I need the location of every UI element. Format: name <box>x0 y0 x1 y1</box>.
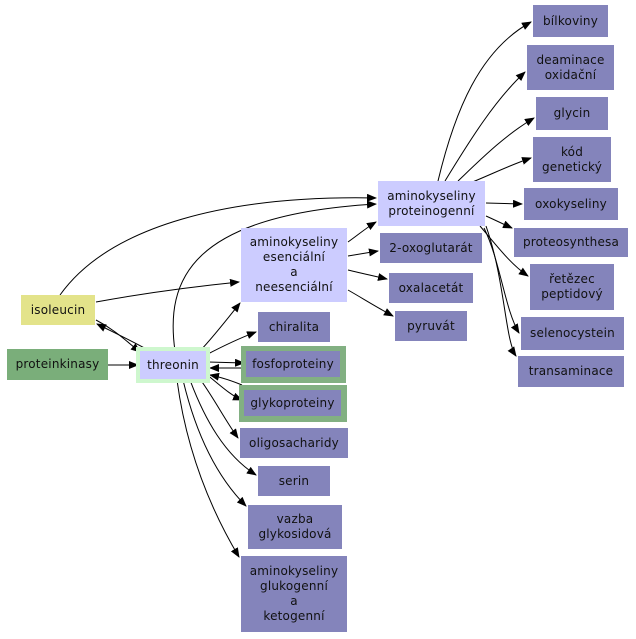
node-label: threonin <box>147 357 199 372</box>
node-vazba[interactable]: vazba glykosidová <box>248 505 342 549</box>
edge-threonin-gluko <box>176 379 240 558</box>
node-bilkoviny[interactable]: bílkoviny <box>533 5 608 37</box>
node-label: oxokyseliny <box>535 196 607 211</box>
node-oxokyseliny[interactable]: oxokyseliny <box>524 188 618 220</box>
node-label: serin <box>278 473 310 488</box>
edge-isoleucin-esencialni <box>95 278 240 303</box>
node-label: a <box>290 594 298 608</box>
node-label: glukogenní <box>260 579 328 593</box>
node-label: genetický <box>541 159 603 174</box>
node-label: glykosidová <box>258 527 332 541</box>
edge-proteino-bilkoviny <box>437 21 532 182</box>
node-label: fosfoproteiny <box>252 356 334 371</box>
node-kod[interactable]: kód genetický <box>533 137 611 182</box>
node-isoleucin[interactable]: isoleucin <box>21 295 95 325</box>
node-label: selenocystein <box>530 326 615 340</box>
node-label: chiralita <box>268 319 320 334</box>
edge-threonin-proteino <box>172 200 377 352</box>
node-label: neesenciální <box>255 280 333 294</box>
edge-proteino-glycin <box>457 117 535 182</box>
node-label: esenciální <box>262 250 326 264</box>
edge-threonin-fosfo <box>207 358 245 367</box>
node-label: transaminace <box>528 364 614 378</box>
node-label: peptidový <box>541 287 603 301</box>
node-label: a <box>290 265 298 279</box>
node-label: bílkoviny <box>542 13 599 28</box>
edge-threonin-serin <box>189 379 257 476</box>
node-label: ketogenní <box>263 609 325 623</box>
node-serin[interactable]: serin <box>258 466 330 496</box>
node-transaminace[interactable]: transaminace <box>518 356 624 387</box>
node-label: aminokyseliny <box>249 235 339 249</box>
node-label: oligosacharidy <box>249 435 339 450</box>
node-oxoglutarat[interactable]: 2-oxoglutarát <box>380 233 482 263</box>
node-chiralita[interactable]: chiralita <box>258 312 330 342</box>
edge-proteino-proteosynthesa <box>485 215 513 229</box>
node-oligosacharidy[interactable]: oligosacharidy <box>240 428 348 458</box>
edge-proteino-oxokyseliny <box>485 199 523 208</box>
node-proteosynthesa[interactable]: proteosynthesa <box>514 228 628 257</box>
edge-proteino-kod <box>469 157 532 184</box>
edge-threonin-chiralita <box>205 331 257 356</box>
node-label: proteinogenní <box>388 203 475 218</box>
node-label: řetězec <box>549 272 595 286</box>
node-label: vazba <box>276 512 314 526</box>
node-amk-glukogenni[interactable]: aminokyseliny glukogenní a ketogenní <box>241 556 347 632</box>
node-label: aminokyseliny <box>387 188 476 203</box>
edge-esencialni-oxoglutarat <box>347 248 379 257</box>
node-label: proteinkinasy <box>15 357 100 371</box>
edge-proteino-selenocystein <box>483 227 520 334</box>
edge-proteino-retezec <box>479 225 529 277</box>
node-glycin[interactable]: glycin <box>536 97 608 130</box>
node-glykoproteiny[interactable]: glykoproteiny <box>244 390 341 416</box>
edge-esencialni-proteino <box>347 221 377 243</box>
edge-proteino-deaminace <box>444 71 526 182</box>
edge-esencialni-oxalacetat <box>347 269 388 281</box>
node-fosfoproteiny[interactable]: fosfoproteiny <box>246 351 340 377</box>
node-amk-proteinogenni[interactable]: aminokyseliny proteinogenní <box>378 181 485 226</box>
node-proteinkinasy[interactable]: proteinkinasy <box>7 349 108 380</box>
node-threonin[interactable]: threonin <box>140 351 206 379</box>
edge-isoleucin-threonin <box>95 319 141 353</box>
edge-proteino-transaminace <box>485 225 517 357</box>
node-oxalacetat[interactable]: oxalacetát <box>389 273 473 303</box>
edge-threonin-vazba <box>182 379 247 507</box>
node-pyruvat[interactable]: pyruvát <box>395 311 467 341</box>
node-retezec[interactable]: řetězec peptidový <box>530 264 614 310</box>
edge-esencialni-pyruvat <box>347 289 394 317</box>
node-label: kód <box>560 144 584 159</box>
node-label: oxalacetát <box>398 280 464 295</box>
edge-threonin-esencialni <box>199 302 241 352</box>
edge-isoleucin-proteino <box>59 193 377 296</box>
node-label: glycin <box>553 106 591 120</box>
node-label: 2-oxoglutarát <box>389 240 473 255</box>
node-amk-esencialni[interactable]: aminokyseliny esenciální a neesenciální <box>241 228 347 302</box>
node-label: aminokyseliny <box>249 564 339 578</box>
node-label: pyruvát <box>407 318 455 333</box>
node-label: glykoproteiny <box>250 395 335 410</box>
node-label: proteosynthesa <box>522 235 620 249</box>
node-label: oxidační <box>544 67 597 82</box>
edge-glyko-threonin <box>209 372 243 386</box>
node-selenocystein[interactable]: selenocystein <box>521 317 624 350</box>
edge-threonin-oligo <box>199 378 239 439</box>
node-label: isoleucin <box>30 302 86 317</box>
node-label: deaminace <box>536 52 605 67</box>
node-deaminace[interactable]: deaminace oxidační <box>527 45 614 90</box>
